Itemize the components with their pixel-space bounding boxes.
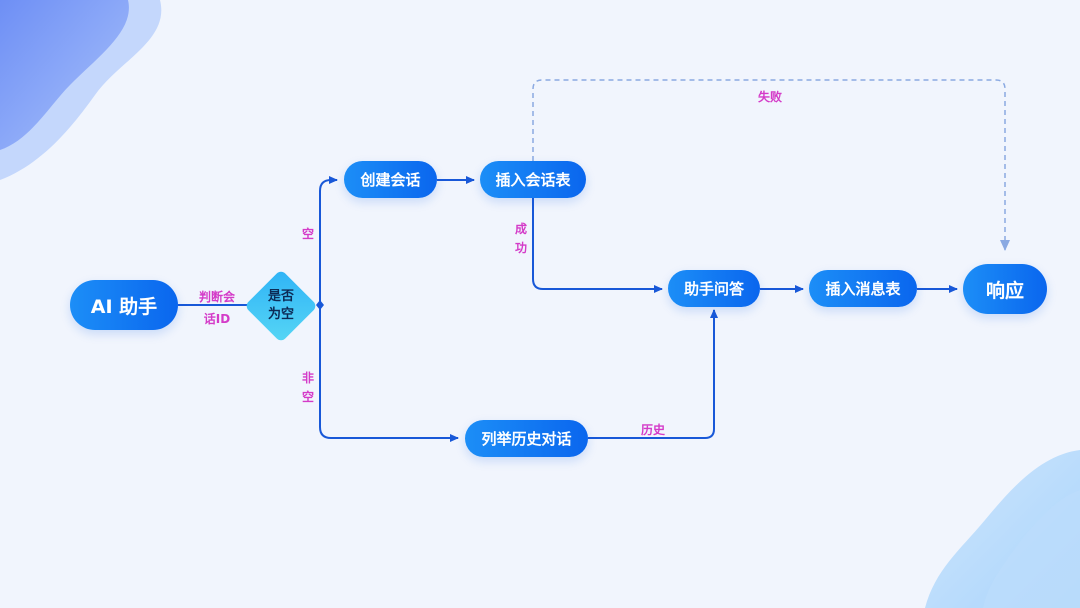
label-empty: 空 — [302, 227, 315, 241]
connector-history — [588, 309, 718, 439]
connector-decision-to-history — [319, 305, 459, 442]
branch-junction — [316, 300, 324, 310]
connector-decision-branch — [319, 176, 338, 305]
label-history: 历史 — [641, 423, 666, 437]
label-judge-session-id: 判断会话ID — [198, 290, 235, 326]
label-success: 成功 — [514, 222, 527, 255]
label-not-empty: 非空 — [301, 371, 314, 404]
connector-success — [532, 197, 663, 293]
node-create-session[interactable]: 创建会话 — [344, 161, 437, 198]
node-response[interactable]: 响应 — [963, 264, 1047, 314]
connector-failure — [532, 79, 1010, 251]
label-failure: 失败 — [758, 90, 783, 104]
node-ai-assistant[interactable]: AI 助手 — [70, 280, 178, 330]
decision-text: 是否为空 — [267, 289, 294, 322]
node-assistant-qa[interactable]: 助手问答 — [668, 270, 760, 307]
node-list-history[interactable]: 列举历史对话 — [465, 420, 588, 457]
decor-blob-top-left-inner — [0, 0, 129, 150]
decision-node[interactable]: 是否为空 — [244, 269, 318, 343]
node-insert-session-table[interactable]: 插入会话表 — [480, 161, 586, 198]
node-insert-message-table[interactable]: 插入消息表 — [809, 270, 917, 307]
decor-blob-bottom-right-inner — [983, 490, 1080, 608]
